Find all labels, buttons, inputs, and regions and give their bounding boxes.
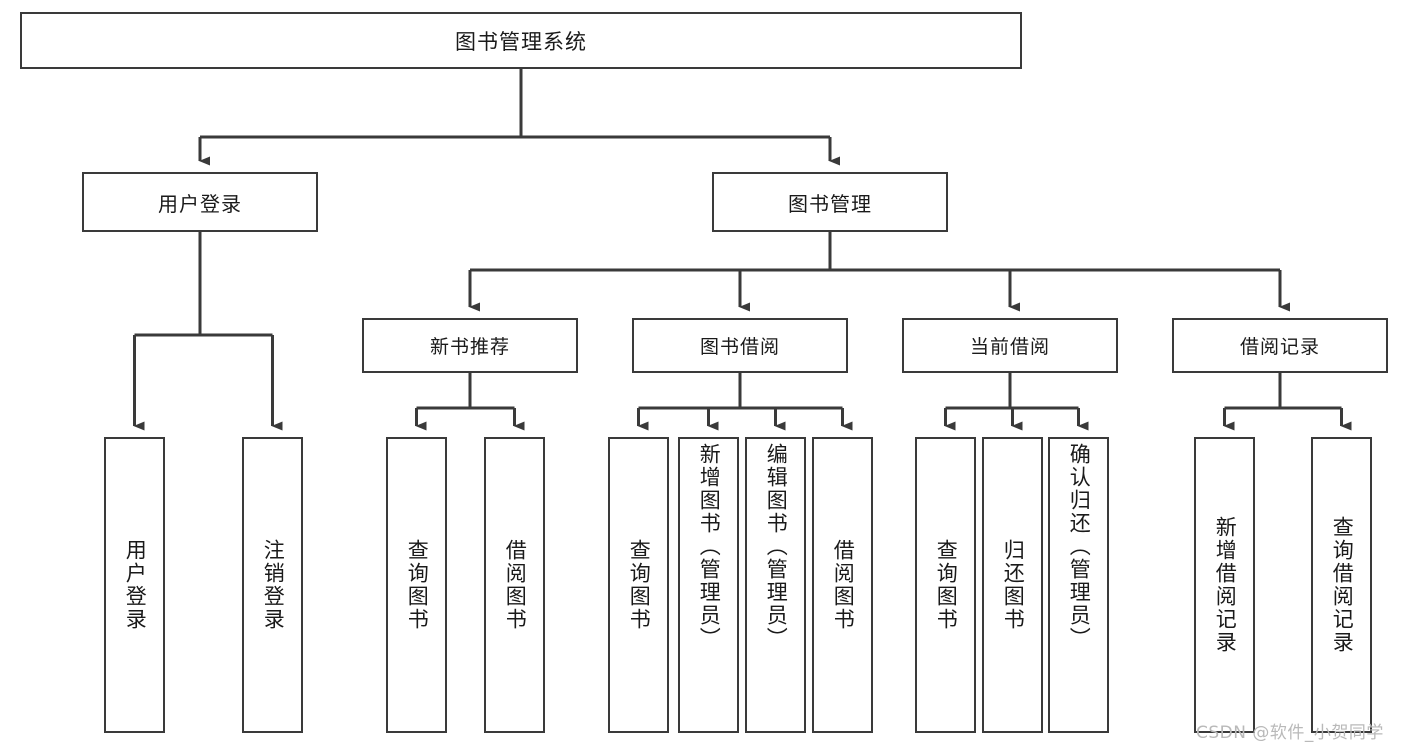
node-leaf-edit-book-admin[interactable]: 编辑图书（管理员） (745, 437, 806, 733)
node-level1-user-login[interactable]: 用户登录 (82, 172, 318, 232)
node-label: 图书管理 (788, 191, 872, 216)
node-label: 用户登录 (123, 539, 148, 631)
node-label: 图书借阅 (699, 336, 780, 358)
node-leaf-user-login[interactable]: 用户登录 (104, 437, 165, 733)
node-label: 图书管理系统 (455, 29, 587, 54)
node-label: 注销登录 (261, 539, 286, 631)
node-label: 查询图书 (405, 539, 430, 631)
node-label: 查询图书 (627, 539, 652, 631)
node-leaf-logout[interactable]: 注销登录 (242, 437, 303, 733)
node-label: 归还图书 (1001, 539, 1026, 631)
node-label: 查询借阅记录 (1330, 516, 1355, 654)
node-label: 新增图书（管理员） (697, 443, 722, 650)
node-label: 编辑图书（管理员） (764, 443, 789, 650)
node-label: 借阅图书 (503, 539, 528, 631)
node-label: 借阅图书 (831, 539, 856, 631)
node-level2-book-borrow[interactable]: 图书借阅 (632, 318, 848, 373)
node-root-system[interactable]: 图书管理系统 (20, 12, 1022, 69)
node-level2-new-book-recommend[interactable]: 新书推荐 (362, 318, 578, 373)
node-leaf-confirm-return-admin[interactable]: 确认归还（管理员） (1048, 437, 1109, 733)
node-leaf-borrow-book-recommend[interactable]: 借阅图书 (484, 437, 545, 733)
node-leaf-query-book-current[interactable]: 查询图书 (915, 437, 976, 733)
node-label: 新增借阅记录 (1213, 516, 1238, 654)
node-leaf-query-borrow-record[interactable]: 查询借阅记录 (1311, 437, 1372, 733)
node-level2-borrow-record[interactable]: 借阅记录 (1172, 318, 1388, 373)
node-leaf-query-book-borrow[interactable]: 查询图书 (608, 437, 669, 733)
node-level1-book-management[interactable]: 图书管理 (712, 172, 948, 232)
node-leaf-return-book[interactable]: 归还图书 (982, 437, 1043, 733)
node-leaf-add-borrow-record[interactable]: 新增借阅记录 (1194, 437, 1255, 733)
node-leaf-query-book-recommend[interactable]: 查询图书 (386, 437, 447, 733)
watermark-text: CSDN @软件_小贺同学 (1196, 723, 1384, 743)
node-label: 查询图书 (934, 539, 959, 631)
node-label: 确认归还（管理员） (1067, 443, 1092, 650)
node-label: 当前借阅 (969, 336, 1050, 358)
node-label: 用户登录 (158, 191, 242, 216)
node-leaf-add-book-admin[interactable]: 新增图书（管理员） (678, 437, 739, 733)
node-label: 新书推荐 (429, 336, 510, 358)
node-leaf-borrow-book[interactable]: 借阅图书 (812, 437, 873, 733)
node-label: 借阅记录 (1239, 336, 1320, 358)
node-level2-current-borrow[interactable]: 当前借阅 (902, 318, 1118, 373)
